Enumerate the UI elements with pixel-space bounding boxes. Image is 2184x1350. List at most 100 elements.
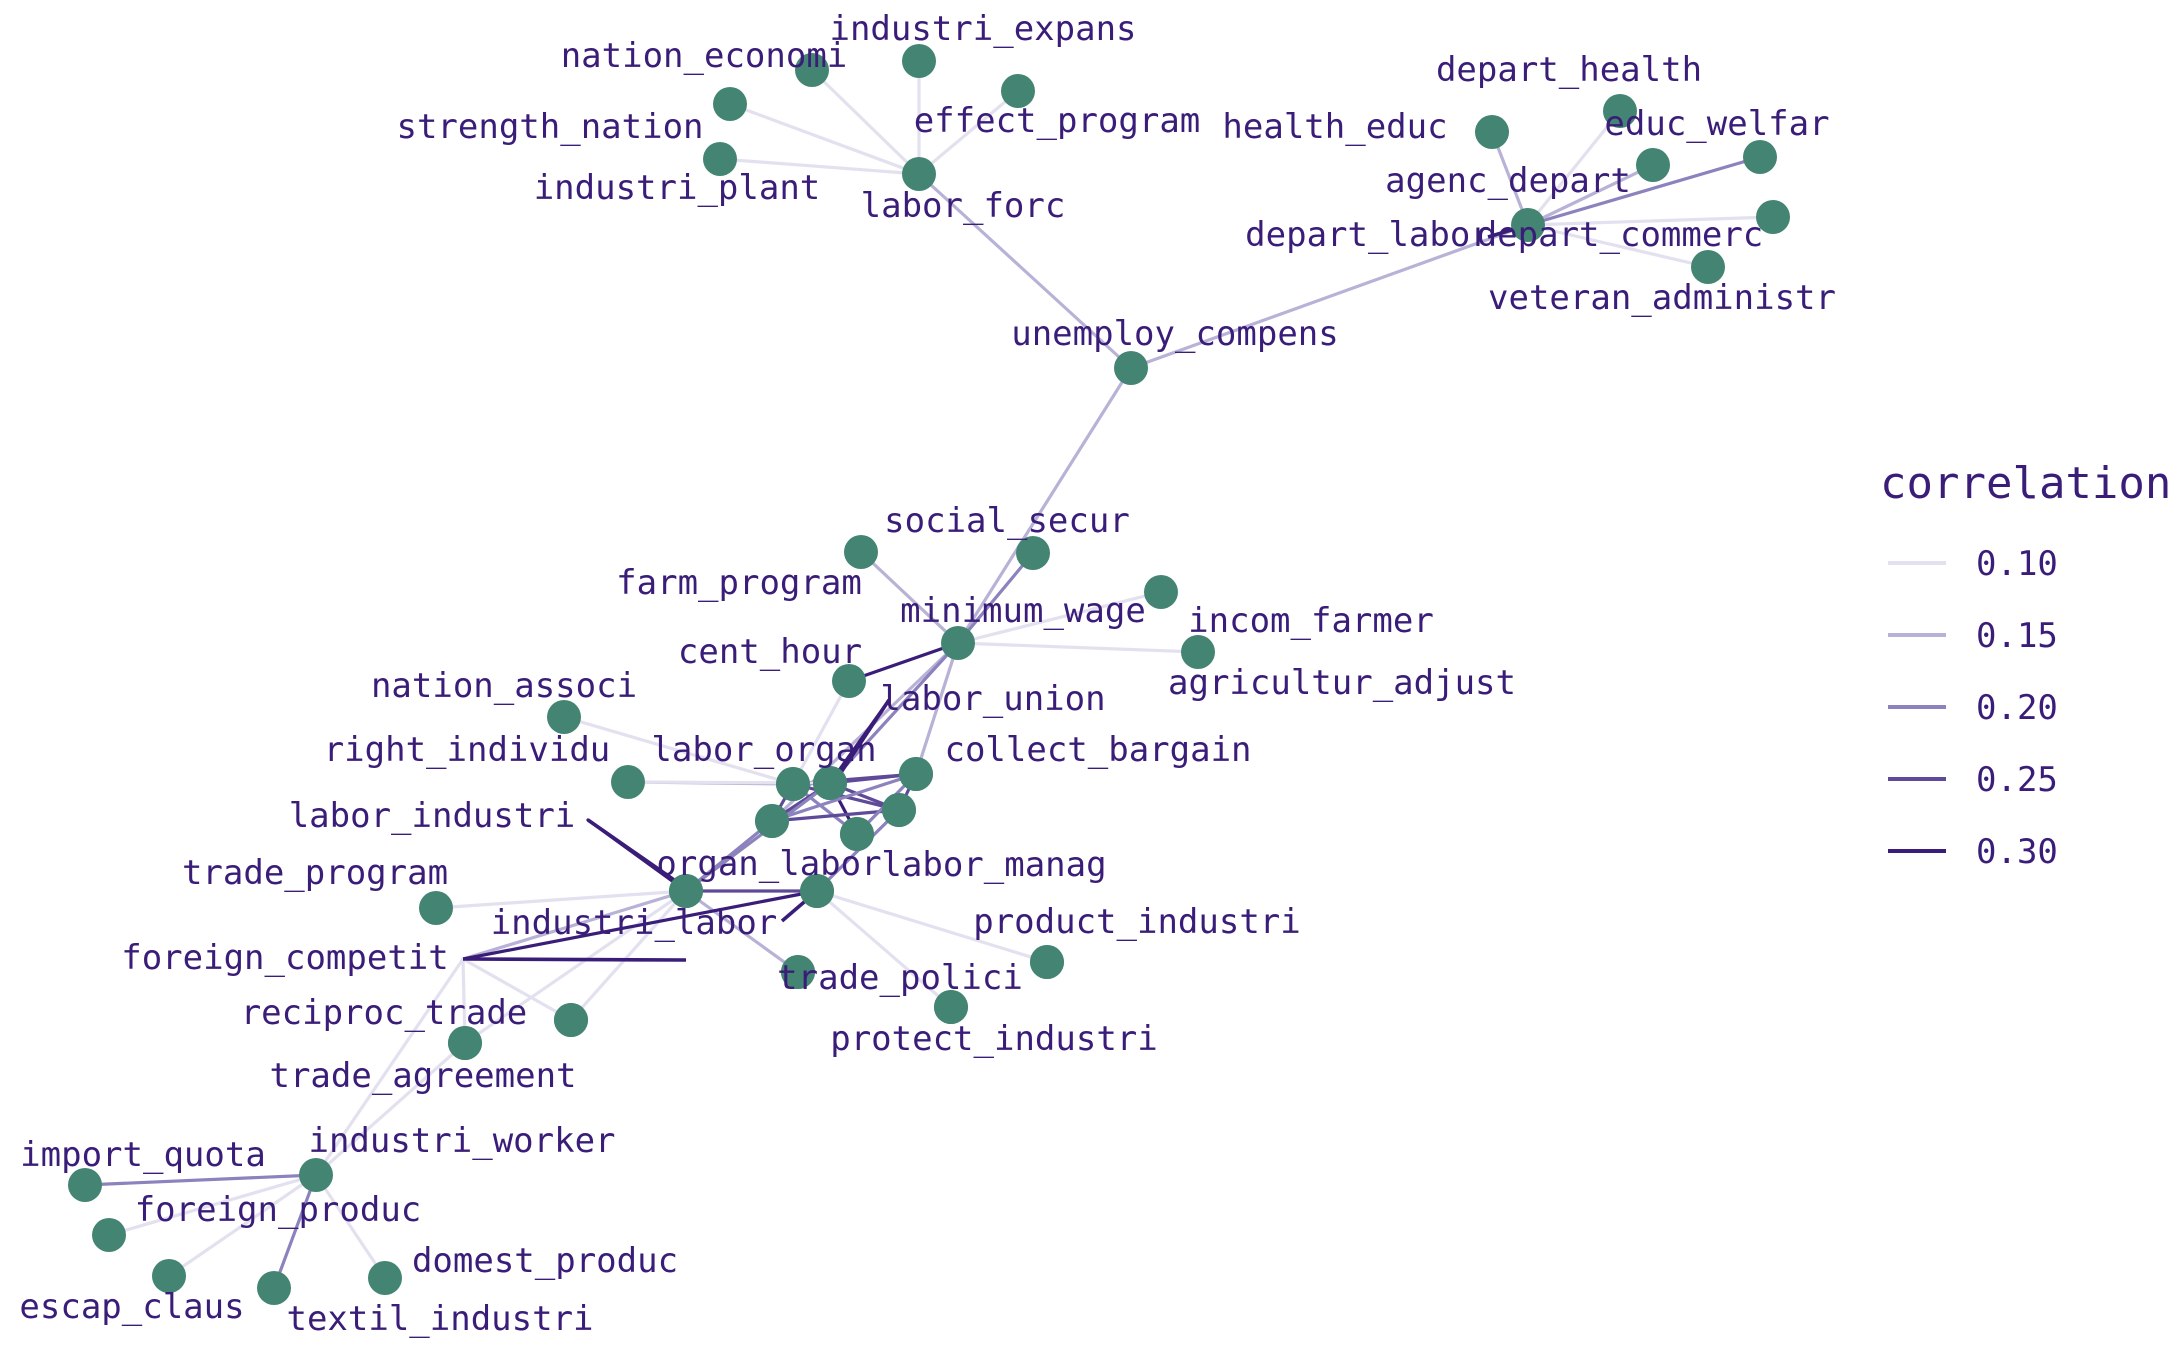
edge-reciproc_trade-industri_worker <box>314 1041 467 1177</box>
node-strength_nation <box>713 87 747 121</box>
node-label-protect_industri: protect_industri <box>830 1019 1158 1059</box>
node-label-cent_hour: cent_hour <box>678 632 862 672</box>
node-label-industri_expans: industri_expans <box>829 9 1136 49</box>
edge-depart_labor-veteran_administr <box>1526 223 1710 269</box>
legend-label: 0.20 <box>1976 688 2058 728</box>
node-textil_industri <box>257 1271 291 1305</box>
node-incom_farmer <box>1144 575 1178 609</box>
node-labor_forc <box>902 157 936 191</box>
edge-industri_labor-product_industri <box>815 889 1049 964</box>
node-label-labor_forc: labor_forc <box>861 186 1066 226</box>
node-label-labor_manag: labor_manag <box>881 845 1106 885</box>
legend-title: correlation <box>1880 458 2171 509</box>
node-social_secur <box>1016 536 1050 570</box>
edge-organ_labor-hub3 <box>684 819 774 893</box>
node-agricultur_adjust <box>1181 635 1215 669</box>
edge-layer <box>83 59 1775 1290</box>
node-industri_worker <box>299 1158 333 1192</box>
trade-node-dot <box>1030 945 1064 979</box>
node-industri_plant <box>703 142 737 176</box>
node-agenc_depart <box>1636 148 1670 182</box>
node-label-foreign_competit: foreign_competit <box>121 938 449 978</box>
cluster-node-dot <box>800 874 834 908</box>
node-label-nation_economi: nation_economi <box>561 36 848 76</box>
edge-industri_worker-import_quota <box>83 1173 318 1187</box>
node-label-collect_bargain: collect_bargain <box>944 730 1251 770</box>
edge-industri_labor-protect_industri <box>815 889 953 1009</box>
node-label-reciproc_trade: reciproc_trade <box>241 993 528 1033</box>
node-nation_associ <box>547 700 581 734</box>
trade-node-dot <box>554 1003 588 1037</box>
edge-labor_forc-strength_nation <box>728 102 921 176</box>
node-nation_economi <box>795 53 829 87</box>
edge-nation_associ-hub1 <box>562 715 795 786</box>
edge-industri_worker-textil_industri <box>272 1173 318 1290</box>
strong-edge-foreign_competit <box>462 957 687 962</box>
node-label-agricultur_adjust: agricultur_adjust <box>1168 663 1516 703</box>
edge-organ_labor-trade_polici <box>684 889 800 974</box>
cluster-node-dot <box>882 793 916 827</box>
node-foreign_produc <box>92 1218 126 1252</box>
node-label-product_industri: product_industri <box>973 902 1301 942</box>
edge-depart_labor-depart_health <box>1526 109 1622 227</box>
node-trade_program <box>419 891 453 925</box>
label-layer: industri_expansnation_economieffect_prog… <box>19 9 1836 1339</box>
trade-node-dot <box>448 1026 482 1060</box>
node-label-trade_polici: trade_polici <box>777 958 1023 998</box>
node-minimum_wage <box>941 626 975 660</box>
edge-minimum_wage-incom_farmer <box>956 590 1163 645</box>
edge-unemploy_compens-minimum_wage <box>956 366 1133 645</box>
node-label-trade_agreement: trade_agreement <box>269 1056 576 1096</box>
cluster-node-dot <box>776 767 810 801</box>
edge-industri_worker-escap_claus <box>167 1173 318 1278</box>
node-label-domest_produc: domest_produc <box>412 1241 678 1281</box>
node-label-industri_worker: industri_worker <box>308 1121 615 1161</box>
node-label-foreign_produc: foreign_produc <box>135 1190 422 1230</box>
legend-items: 0.100.150.200.250.30 <box>1888 544 2058 872</box>
edge-depart_labor-agenc_depart <box>1526 163 1655 227</box>
node-depart_commerc <box>1756 200 1790 234</box>
cluster-node-dot <box>899 757 933 791</box>
node-label-trade_program: trade_program <box>182 853 448 893</box>
legend-label: 0.15 <box>1976 616 2058 656</box>
edge-cent_hour-hub1 <box>791 679 851 786</box>
node-label-incom_farmer: incom_farmer <box>1188 601 1434 641</box>
edge-labor_forc-nation_economi <box>810 68 921 176</box>
edge-minimum_wage-agricultur_adjust <box>956 641 1200 654</box>
cluster-node-dot <box>669 874 703 908</box>
node-label-labor_organ: labor_organ <box>651 730 876 770</box>
edge-foreign_competit-industri_worker <box>314 957 465 1177</box>
node-label-depart_labor: depart_labor <box>1245 215 1491 255</box>
edge-organ_labor-trade_program <box>434 889 688 910</box>
node-label-industri_plant: industri_plant <box>534 168 821 208</box>
cluster-node-dot <box>755 804 789 838</box>
edge-minimum_wage-hub4 <box>914 641 960 776</box>
node-right_individu <box>611 765 645 799</box>
node-label-depart_health: depart_health <box>1436 50 1702 90</box>
node-farm_program <box>844 535 878 569</box>
legend-label: 0.25 <box>1976 760 2058 800</box>
edge-hub3-hub4 <box>770 772 918 823</box>
node-label-social_secur: social_secur <box>884 501 1130 541</box>
node-industri_expans <box>902 44 936 78</box>
node-educ_welfar <box>1743 140 1777 174</box>
node-label-import_quota: import_quota <box>20 1135 266 1175</box>
node-domest_produc <box>368 1261 402 1295</box>
node-escap_claus <box>152 1259 186 1293</box>
node-depart_health <box>1603 94 1637 128</box>
edge-minimum_wage-social_secur <box>956 551 1035 645</box>
node-depart_labor <box>1511 208 1545 242</box>
edge-organ_labor-reciproc_trade <box>463 889 688 1045</box>
edge-industri_labor-foreign_competit <box>461 889 819 961</box>
edge-foreign_competit-trade_agreement <box>461 957 573 1022</box>
node-label-nation_associ: nation_associ <box>371 666 637 706</box>
node-cent_hour <box>832 664 866 698</box>
node-label-unemploy_compens: unemploy_compens <box>1011 314 1339 354</box>
node-label-labor_industri: labor_industri <box>289 796 576 836</box>
edge-organ_labor-foreign_competit <box>461 889 688 961</box>
node-label-industri_labor: industri_labor <box>491 903 778 943</box>
node-label-educ_welfar: educ_welfar <box>1604 104 1829 144</box>
node-label-health_educ: health_educ <box>1222 107 1447 147</box>
edge-labor_forc-unemploy_compens <box>917 172 1133 370</box>
